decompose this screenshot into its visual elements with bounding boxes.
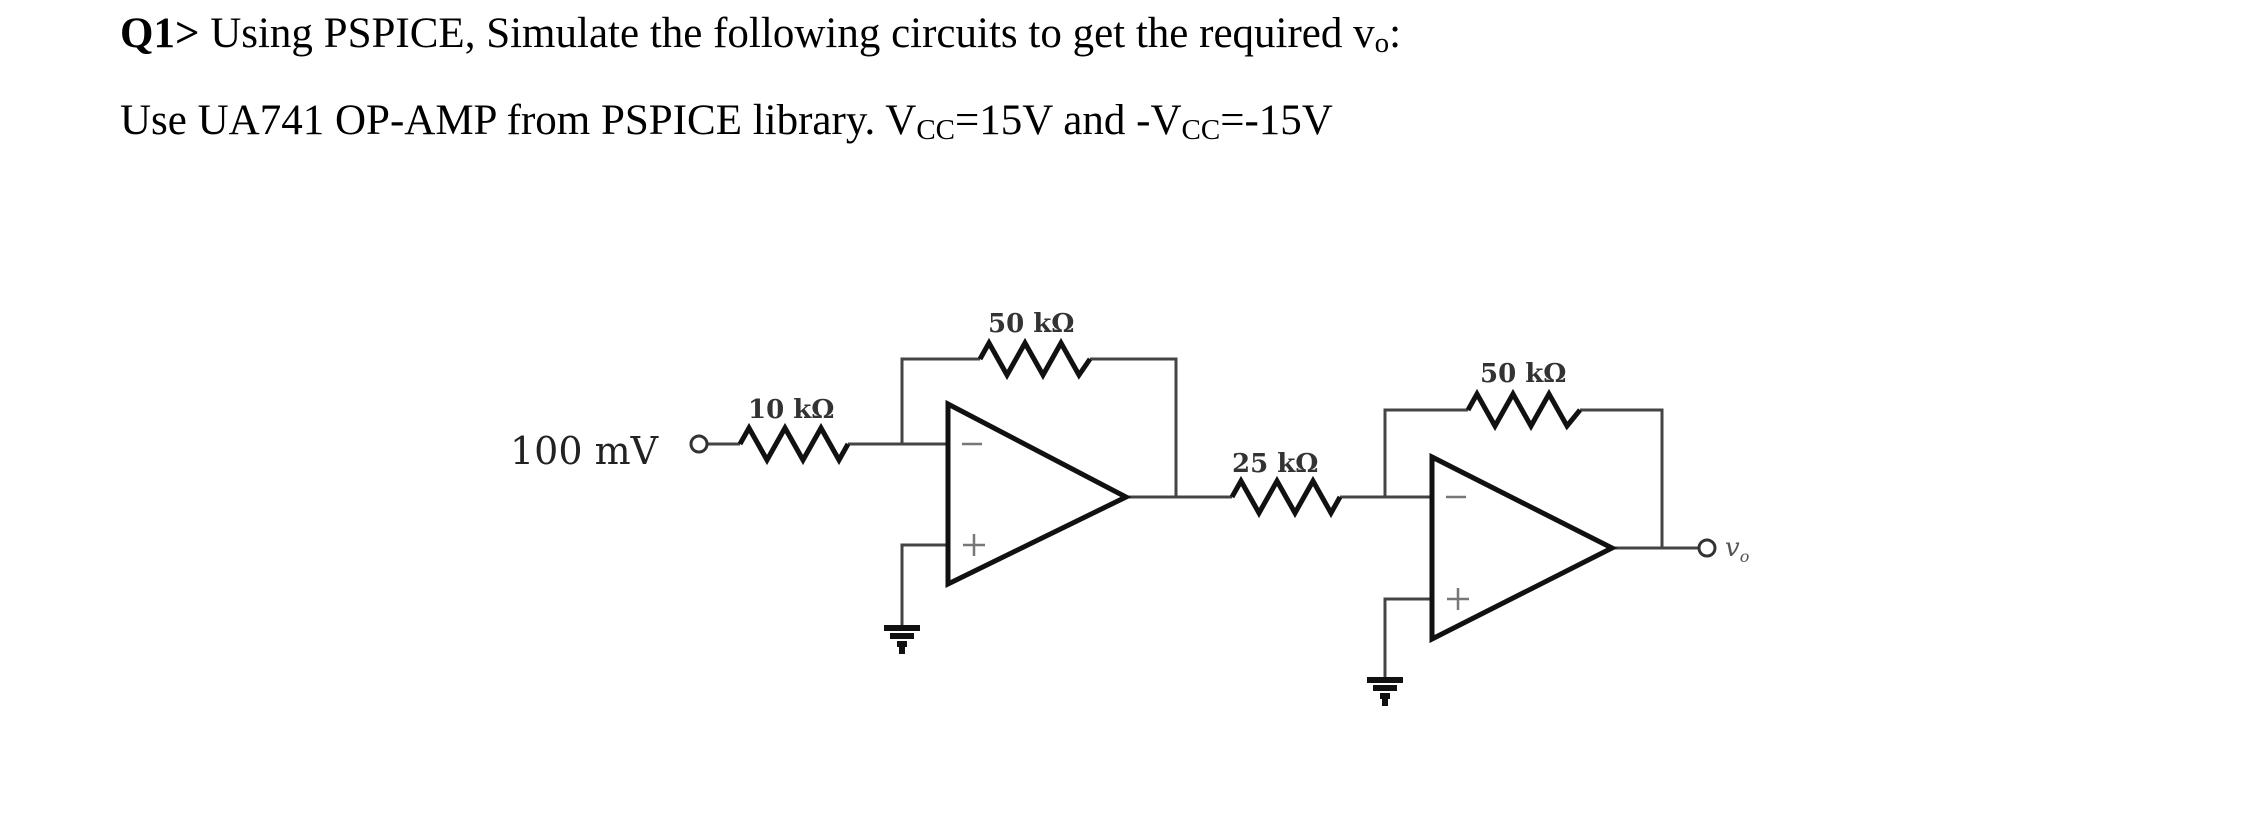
instruction-vcc-subscript-1: CC	[916, 114, 956, 146]
output-terminal	[1697, 538, 1717, 558]
stage2-ground-wire	[1383, 597, 1432, 680]
opamp-2	[1429, 452, 1618, 644]
ground-2-icon	[1367, 677, 1403, 706]
input-terminal	[689, 434, 709, 454]
r-in-1-label: 10 kΩ	[748, 395, 834, 425]
resistor-r-in-1	[737, 422, 851, 466]
question-text: Using PSPICE, Simulate the following cir…	[199, 10, 1375, 57]
output-voltage-subscript: o	[1740, 547, 1750, 566]
stage2-feedback-right-wire	[1580, 408, 1664, 548]
opamp-1-plus-sign	[963, 534, 985, 556]
opamp-2-plus-sign	[1447, 588, 1469, 610]
output-voltage-label: vo	[1725, 533, 1749, 566]
input-voltage-label: 100 mV	[510, 429, 659, 473]
r-feedback-2-label: 50 kΩ	[1480, 359, 1566, 389]
question-label: Q1>	[120, 10, 200, 57]
question-line: Q1> Using PSPICE, Simulate the following…	[120, 12, 1401, 58]
r-feedback-1-label: 50 kΩ	[988, 309, 1074, 339]
resistor-r-in-2	[1229, 475, 1343, 519]
instruction-part3: =-15V	[1220, 97, 1333, 144]
resistor-r-feedback-1	[977, 337, 1093, 381]
instruction-part1: Use UA741 OP-AMP from PSPICE library. V	[120, 97, 917, 144]
r-in-2-label: 25 kΩ	[1232, 449, 1318, 479]
instruction-vcc-subscript-2: CC	[1181, 114, 1221, 146]
instruction-part2: =15V and -V	[955, 97, 1182, 144]
question-v-subscript: o	[1374, 27, 1390, 59]
instruction-line: Use UA741 OP-AMP from PSPICE library. VC…	[120, 99, 1333, 145]
ground-1-icon	[884, 625, 920, 654]
question-end: :	[1389, 10, 1402, 57]
opamp-1	[945, 399, 1132, 589]
output-voltage-symbol: v	[1725, 533, 1740, 563]
resistor-r-feedback-2	[1465, 388, 1582, 432]
stage2-feedback-left-wire	[1383, 408, 1468, 497]
stage1-wires	[708, 357, 1232, 628]
